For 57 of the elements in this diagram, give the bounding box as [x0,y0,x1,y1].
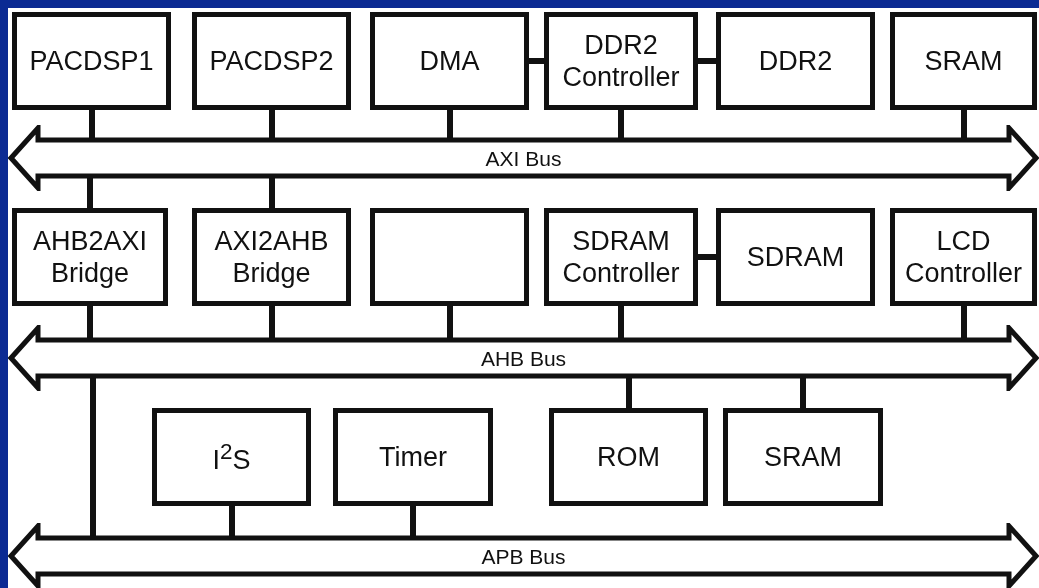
connector-line [800,376,806,408]
connector-line [410,506,416,538]
block-label: AXI2AHB Bridge [213,224,330,290]
connector-line [447,110,453,140]
block-label: SRAM [924,44,1003,78]
block-box [890,208,1037,306]
block-label: Timer [379,440,447,474]
connector-line [961,110,967,140]
block-label: ROM [597,440,660,474]
block-label: SRAM [764,440,842,474]
block-label: LCD Controller [903,224,1023,290]
connector-line [269,306,275,340]
block-label: DMA [419,44,480,78]
block-box [192,12,351,110]
block-label: DDR2 [758,44,833,78]
connector-line [269,110,275,140]
connector-line [618,306,624,340]
block-label: AHB2AXI Bridge [31,224,149,290]
connector-line [618,110,624,140]
block-box [723,408,883,506]
connector-line [529,58,544,64]
connector-line [698,254,716,260]
bus-label: AXI Bus [485,147,562,169]
connector-line [87,306,93,340]
connector-line [447,306,453,340]
connector-line [90,376,96,538]
connector-line [961,306,967,340]
block-box [716,12,875,110]
block-box [890,12,1037,110]
connector-line [87,176,93,208]
block-box [333,408,493,506]
block-label: DDR2 Controller [561,28,681,94]
block-box [549,408,708,506]
block-box [370,208,529,306]
connector-line [89,110,95,140]
connector-line [269,176,275,208]
bus-label: AHB Bus [480,347,567,369]
block-box [12,208,168,306]
block-label: PACDSP2 [209,44,334,78]
bus-double-arrow [8,325,1039,391]
block-box [370,12,529,110]
block-box [12,12,171,110]
block-label: I$^{2}$S [212,437,251,477]
bus-double-arrow [8,523,1039,588]
block-box [716,208,875,306]
block-box [544,208,698,306]
connector-line [626,376,632,408]
block-label: PACDSP1 [29,44,154,78]
connector-line [698,58,716,64]
block-box [192,208,351,306]
block-box [544,12,698,110]
connector-line [229,506,235,538]
block-box [152,408,311,506]
bus-double-arrow [8,125,1039,191]
bus-label: APB Bus [481,545,566,567]
block-label: SDRAM [746,240,845,274]
block-label: SDRAM Controller [561,224,681,290]
